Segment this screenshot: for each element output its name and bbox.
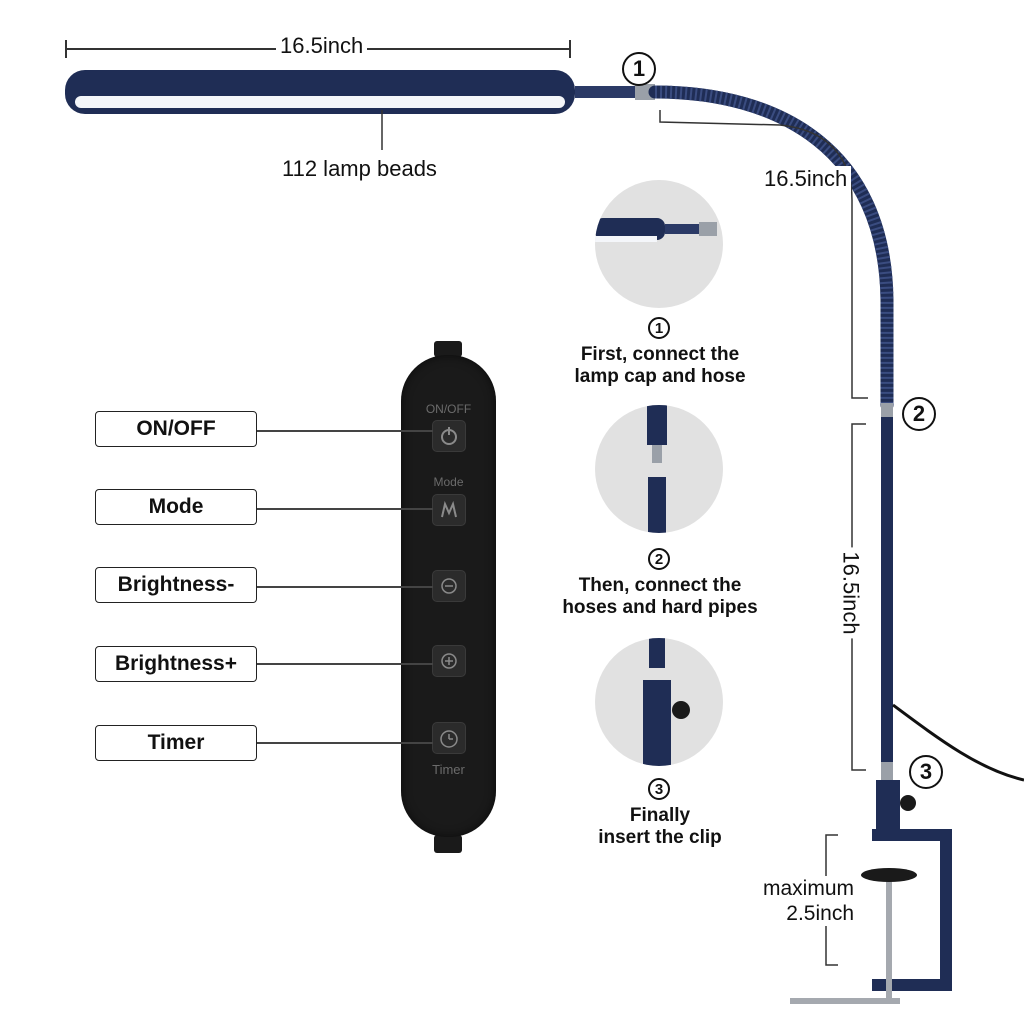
step-1-illustration [595,180,723,308]
mode-icon [441,500,457,518]
step-3-line2: insert the clip [598,827,722,848]
hose-fitting [881,403,893,417]
hose-length-label: 16.5inch [760,166,852,192]
brightness-up-connector [257,663,433,665]
mode-button[interactable] [432,494,466,526]
brightness-down-button[interactable] [432,570,466,602]
mode-connector [257,508,433,510]
step-1-line2: lamp cap and hose [574,366,746,387]
c-clamp [872,829,952,991]
brightness-up-label-box: Brightness+ [95,646,257,682]
clamp-handle [790,998,900,1004]
remote-onoff-label: ON/OFF [425,402,472,416]
brightness-up-button[interactable] [432,645,466,677]
power-button[interactable] [432,420,466,452]
marker-2: 2 [902,397,936,431]
clamp-max-label: maximum 2.5inch [741,876,854,926]
remote-cable-bottom [434,835,462,853]
step-2-number: 2 [648,548,670,570]
timer-label-box: Timer [95,725,257,761]
power-icon [441,427,457,445]
onoff-connector [257,430,433,432]
power-cord [892,703,1024,782]
lamp-cap-hose-image [595,218,717,242]
clamp-label-line1: maximum [762,877,854,900]
step-3-illustration [595,638,723,766]
step-1-text: First, connect the lamp cap and hose [545,344,775,388]
onoff-label-box: ON/OFF [95,411,257,447]
remote-timer-label: Timer [432,762,465,777]
gooseneck-ribs [654,85,894,405]
hard-pipe [881,417,893,762]
timer-connector [257,742,433,744]
step-1-number: 1 [648,317,670,339]
remote-mode-label: Mode [433,475,464,489]
brightness-down-icon [441,578,457,594]
panel-width-label: 16.5inch [276,33,368,59]
step-3-line1: Finally [629,805,691,826]
lamp-light-strip [75,96,565,108]
timer-icon [440,730,458,748]
brightness-down-connector [257,586,433,588]
clip-socket [876,780,900,835]
lamp-beads-label: 112 lamp beads [282,156,437,181]
clamp-label-line2: 2.5inch [786,902,854,925]
mode-label-box: Mode [95,489,257,525]
step-1-line1: First, connect the [580,344,740,365]
step-2-line1: Then, connect the [578,575,742,596]
step-3-number: 3 [648,778,670,800]
clip-fitting [881,762,893,782]
timer-button[interactable] [432,722,466,754]
lamp-cap-connector [575,86,635,98]
remote-cable-top [434,341,462,357]
pipe-length-label: 16.5inch [837,547,864,639]
brightness-up-icon [441,653,457,669]
marker-3: 3 [909,755,943,789]
hose-dimension-line [659,110,868,399]
clamp-pad [861,868,917,882]
step-2-illustration [595,405,723,533]
step-3-text: Finally insert the clip [545,805,775,849]
brightness-down-label-box: Brightness- [95,567,257,603]
clamp-screw [886,878,892,998]
marker-1: 1 [622,52,656,86]
hose-pipe-image [647,405,667,533]
clip-knob [900,795,916,811]
step-2-text: Then, connect the hoses and hard pipes [535,575,785,619]
clip-insert-image [643,638,690,766]
step-2-line2: hoses and hard pipes [562,597,758,618]
